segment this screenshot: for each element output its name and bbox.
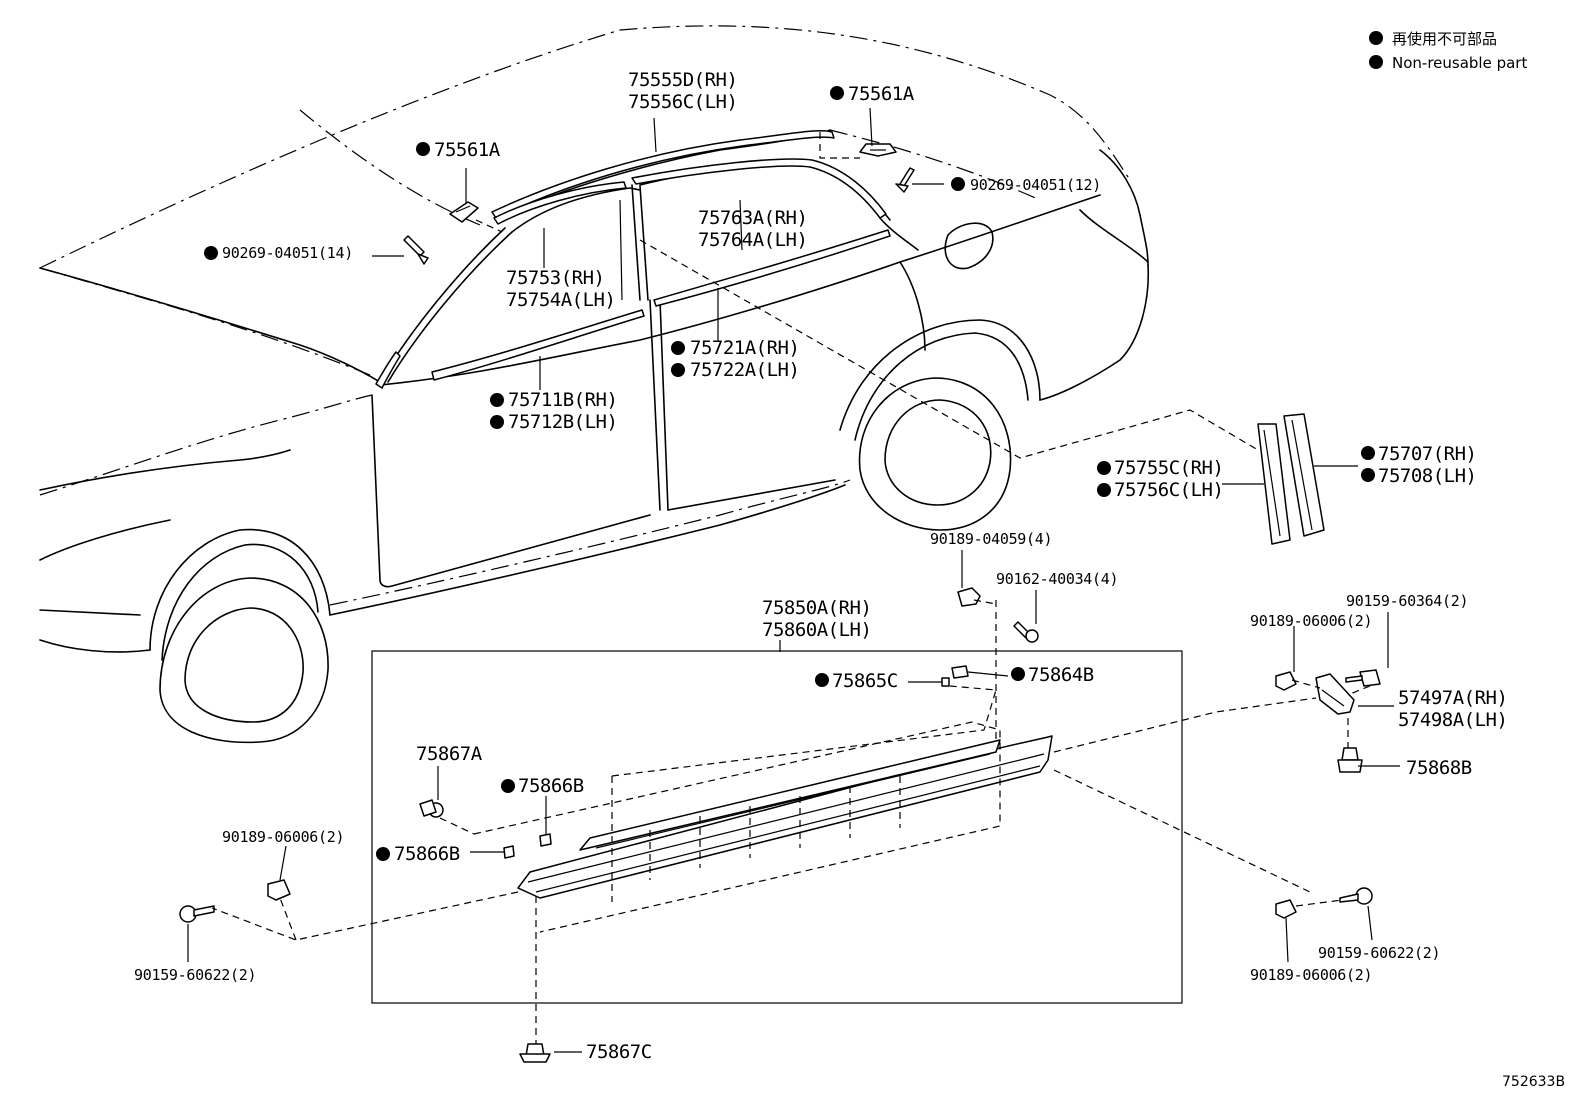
rivet-90269-left-icon xyxy=(403,235,429,265)
label-90189-06006-br: 90189-06006(2) xyxy=(1250,966,1372,984)
label-90189-06006-l: 90189-06006(2) xyxy=(222,828,344,846)
label-90159-60622-r: 90159-60622(2) xyxy=(1318,944,1440,962)
label-75711b: 75711B(RH) xyxy=(508,389,617,411)
screw-90159-60622-l-icon xyxy=(179,905,215,923)
label-75756c: 75756C(LH) xyxy=(1114,479,1223,501)
clip-75868b-icon xyxy=(1337,747,1363,773)
label-75561a-right: 75561A xyxy=(848,83,915,105)
screw-90162-40034-icon xyxy=(1013,621,1039,643)
label-90162-40034: 90162-40034(4) xyxy=(996,570,1118,588)
leader-lines xyxy=(187,107,1400,1053)
pillar-garnish-75755c xyxy=(1257,423,1291,545)
label-57498a: 57498A(LH) xyxy=(1398,709,1507,731)
label-75754a: 75754A(LH) xyxy=(506,289,615,311)
rocker-panel-moulding xyxy=(517,735,1053,899)
label-90189-06006-tr: 90189-06006(2) xyxy=(1250,612,1372,630)
label-75556c: 75556C(LH) xyxy=(628,91,737,113)
label-75722a: 75722A(LH) xyxy=(690,359,799,381)
clip-75866b-lower-icon xyxy=(503,845,515,859)
roof-drip-moulding xyxy=(491,129,835,219)
diagram-id: 752633B xyxy=(1502,1074,1565,1090)
label-75763a: 75763A(RH) xyxy=(698,207,807,229)
rivet-90269-right-icon xyxy=(895,167,915,193)
label-75866b-upper: 75866B xyxy=(518,775,584,797)
label-75868b: 75868B xyxy=(1406,757,1472,779)
label-90159-60622-l: 90159-60622(2) xyxy=(134,966,256,984)
label-90159-60364: 90159-60364(2) xyxy=(1346,592,1468,610)
label-75708: 75708(LH) xyxy=(1378,465,1476,487)
label-75865c: 75865C xyxy=(832,670,898,692)
label-75721a: 75721A(RH) xyxy=(690,337,799,359)
fastener-75867a-icon xyxy=(419,799,444,818)
label-75860a: 75860A(LH) xyxy=(762,619,871,641)
label-75755c: 75755C(RH) xyxy=(1114,457,1223,479)
screw-90159-60364-icon xyxy=(1345,669,1381,687)
label-90269-12: 90269-04051(12) xyxy=(970,176,1101,194)
bracket-57497a-icon xyxy=(1315,673,1355,715)
label-75561a-left: 75561A xyxy=(434,139,501,161)
car-body-outline xyxy=(39,25,1150,744)
label-90269-14: 90269-04051(14) xyxy=(222,244,353,262)
label-75764a: 75764A(LH) xyxy=(698,229,807,251)
label-75707: 75707(RH) xyxy=(1378,443,1476,465)
label-75850a: 75850A(RH) xyxy=(762,597,871,619)
nut-90189-06006-l-icon xyxy=(267,879,291,901)
label-75712b: 75712B(LH) xyxy=(508,411,617,433)
part-labels: 75555D(RH) 75556C(LH) 75561A 75561A 9026… xyxy=(134,69,1508,1063)
label-75867a: 75867A xyxy=(416,743,483,765)
rear-door-frame-moulding xyxy=(631,158,887,219)
legend-en: Non-reusable part xyxy=(1392,54,1527,72)
label-75555d: 75555D(RH) xyxy=(628,69,737,91)
legend: 再使用不可部品 Non-reusable part xyxy=(1392,30,1527,72)
front-pillar-garnish xyxy=(375,351,401,389)
label-75867c: 75867C xyxy=(586,1041,652,1063)
rocker-assembly-box xyxy=(371,650,1183,1004)
legend-jp: 再使用不可部品 xyxy=(1392,30,1497,48)
assembly-lines xyxy=(211,132,1371,1044)
nut-90189-06006-br-icon xyxy=(1275,899,1297,919)
label-75864b: 75864B xyxy=(1028,664,1094,686)
clip-90189-04059-icon xyxy=(957,587,981,607)
clip-75865c-icon xyxy=(941,677,950,687)
fastener-75867c-icon xyxy=(519,1043,551,1063)
non-reusable-markers xyxy=(204,31,1383,861)
front-door-frame-moulding xyxy=(493,181,627,225)
clip-75561a-left-icon xyxy=(449,201,479,223)
clip-75561a-right-icon xyxy=(859,143,897,157)
label-75753: 75753(RH) xyxy=(506,267,604,289)
nut-90189-06006-tr-icon xyxy=(1275,671,1297,691)
pillar-garnish-75707 xyxy=(1283,413,1325,537)
clip-75866b-upper-icon xyxy=(539,833,552,847)
front-belt-moulding xyxy=(431,309,645,381)
label-90189-04059: 90189-04059(4) xyxy=(930,530,1052,548)
clip-75864b-icon xyxy=(951,665,969,679)
label-57497a: 57497A(RH) xyxy=(1398,687,1507,709)
screw-90159-60622-r-icon xyxy=(1339,887,1373,905)
label-75866b-lower: 75866B xyxy=(394,843,460,865)
